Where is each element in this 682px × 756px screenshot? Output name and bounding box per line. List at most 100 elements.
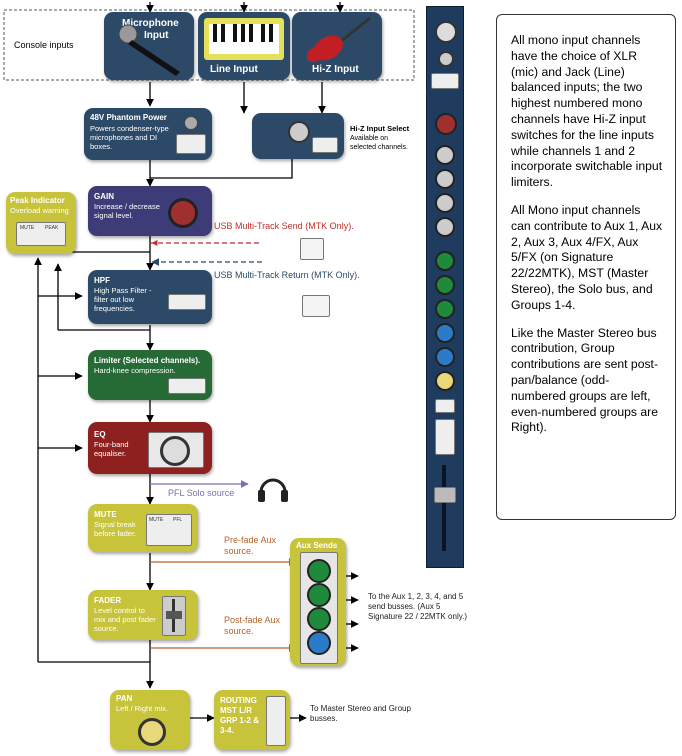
phantom-switch-icon bbox=[176, 134, 206, 154]
limiter-block: Limiter (Selected channels). Hard-knee c… bbox=[88, 350, 212, 400]
routing-note: To Master Stereo and Group busses. bbox=[310, 704, 411, 723]
aux2-knob-icon bbox=[307, 583, 331, 607]
eq-text: Four-band equaliser. bbox=[94, 440, 129, 458]
strip-aux1-knob bbox=[435, 251, 455, 271]
microphone-icon bbox=[118, 24, 180, 76]
pfl-btn-label: PFL bbox=[173, 517, 183, 523]
hiz-select-block bbox=[252, 113, 344, 159]
console-inputs-label: Console inputs bbox=[14, 40, 74, 50]
strip-pan-knob bbox=[435, 371, 455, 391]
hiz-switch-icon bbox=[312, 137, 338, 153]
aux-knob-strip bbox=[300, 552, 338, 664]
hpf-block: HPF High Pass Filter - filter out low fr… bbox=[88, 270, 212, 324]
mute-text: Signal break before fader. bbox=[94, 520, 137, 538]
routing-block: ROUTING MST L/R GRP 1-2 & 3-4. bbox=[214, 690, 290, 750]
fader-block: FADER Level control to mix and post fade… bbox=[88, 590, 198, 640]
strip-aux4-knob bbox=[435, 323, 455, 343]
mute-block: MUTE Signal break before fader. MUTE PFL bbox=[88, 504, 198, 552]
strip-routing-buttons bbox=[435, 419, 455, 455]
hiz-select-text: Available on selected channels. bbox=[350, 135, 408, 151]
hpf-switch-icon bbox=[168, 294, 206, 310]
routing-title: ROUTING MST L/R GRP 1-2 & 3-4. bbox=[220, 696, 259, 735]
pan-block: PAN Left / Right mix. bbox=[110, 690, 190, 750]
peak-indicator-text: Overload warning bbox=[10, 206, 69, 215]
pre-fade-label: Pre-fade Aux source. bbox=[224, 535, 277, 556]
mute-btn-label: MUTE bbox=[149, 517, 164, 523]
channel-strip-image bbox=[426, 6, 464, 568]
peak-indicator-title: Peak Indicator bbox=[10, 196, 65, 205]
description-p1: All mono input channels have the choice … bbox=[511, 33, 663, 190]
phantom-power-text: Powers condenser-type microphones and DI… bbox=[90, 124, 169, 151]
usb-return-port-icon bbox=[302, 295, 330, 317]
aux-sends-block: Aux Sends bbox=[290, 538, 346, 666]
limiter-switch-icon bbox=[168, 378, 206, 394]
gain-block: GAIN Increase / decrease signal level. bbox=[88, 186, 212, 236]
strip-aux2-knob bbox=[435, 275, 455, 295]
strip-eq2-knob bbox=[435, 169, 455, 189]
microphone-input-title: Microphone bbox=[122, 18, 179, 29]
line-input-block: Line Input bbox=[198, 12, 290, 80]
description-panel: All mono input channels have the choice … bbox=[496, 14, 676, 520]
aux1-knob-icon bbox=[307, 559, 331, 583]
pan-title: PAN bbox=[116, 694, 133, 703]
strip-fader-slot bbox=[442, 465, 446, 551]
guitar-icon bbox=[306, 16, 371, 62]
strip-eq3-knob bbox=[435, 193, 455, 213]
peak-mute-label: MUTE bbox=[20, 225, 35, 231]
strip-eq1-knob bbox=[435, 145, 455, 165]
description-p3: Like the Master Stereo bus contribution,… bbox=[511, 325, 659, 435]
aux4-knob-icon bbox=[307, 631, 331, 655]
phantom-power-block: 48V Phantom Power Powers condenser-type … bbox=[84, 108, 212, 160]
mute-title: MUTE bbox=[94, 510, 117, 519]
headphones-icon bbox=[258, 478, 288, 502]
description-p2: All Mono input channels can contribute t… bbox=[511, 202, 663, 312]
mute-buttons-icon: MUTE PFL bbox=[146, 514, 192, 546]
eq-block: EQ Four-band equaliser. bbox=[88, 422, 212, 474]
eq-knob-icon bbox=[160, 436, 190, 466]
fader-text: Level control to mix and post fader sour… bbox=[94, 606, 156, 633]
strip-gain-knob bbox=[435, 113, 457, 135]
gain-title: GAIN bbox=[94, 192, 114, 201]
limiter-title: Limiter (Selected channels). bbox=[94, 356, 201, 365]
fader-title: FADER bbox=[94, 596, 122, 605]
pfl-solo-label: PFL Solo source bbox=[168, 488, 235, 498]
xlr-icon bbox=[184, 116, 198, 130]
keyboard-icon bbox=[204, 18, 284, 60]
peak-led-panel: MUTE PEAK bbox=[16, 222, 66, 246]
limiter-text: Hard-knee compression. bbox=[94, 366, 176, 375]
strip-fader-cap bbox=[434, 487, 456, 503]
strip-aux5-knob bbox=[435, 347, 455, 367]
hiz-input-title: Hi-Z Input bbox=[312, 64, 359, 75]
usb-return-label: USB Multi-Track Return (MTK Only). bbox=[214, 270, 360, 280]
fader-icon bbox=[162, 596, 186, 636]
pan-knob-icon bbox=[138, 718, 166, 746]
pan-text: Left / Right mix. bbox=[116, 704, 169, 713]
usb-send-label: USB Multi-Track Send (MTK Only). bbox=[214, 221, 354, 231]
gain-knob-icon bbox=[168, 198, 198, 228]
aux-sends-note: To the Aux 1, 2, 3, 4, and 5 send busses… bbox=[368, 592, 468, 621]
hiz-input-block: Hi-Z Input bbox=[292, 12, 382, 80]
post-fade-label: Post-fade Aux source. bbox=[224, 615, 281, 636]
hpf-title: HPF bbox=[94, 276, 110, 285]
hiz-select-title: Hi-Z Input Select bbox=[350, 124, 410, 133]
usb-b-port-icon bbox=[300, 238, 324, 260]
hpf-text: High Pass Filter - filter out low freque… bbox=[94, 286, 152, 313]
aux3-knob-icon bbox=[307, 607, 331, 631]
gain-text: Increase / decrease signal level. bbox=[94, 202, 160, 220]
strip-eq4-knob bbox=[435, 217, 455, 237]
line-input-title: Line Input bbox=[210, 64, 258, 75]
microphone-input-block: Microphone Input bbox=[104, 12, 194, 80]
phantom-power-title: 48V Phantom Power bbox=[90, 113, 167, 122]
microphone-input-sub: Input bbox=[144, 30, 169, 41]
peak-peak-label: PEAK bbox=[45, 225, 59, 231]
strip-xlr-icon bbox=[435, 21, 457, 43]
strip-aux3-knob bbox=[435, 299, 455, 319]
strip-switch-panel bbox=[431, 73, 459, 89]
jack-socket-icon bbox=[288, 121, 310, 143]
strip-jack-icon bbox=[438, 51, 454, 67]
aux-sends-title: Aux Sends bbox=[296, 541, 338, 550]
eq-title: EQ bbox=[94, 430, 106, 439]
routing-switches-icon bbox=[266, 696, 286, 746]
strip-mute-button bbox=[435, 399, 455, 413]
